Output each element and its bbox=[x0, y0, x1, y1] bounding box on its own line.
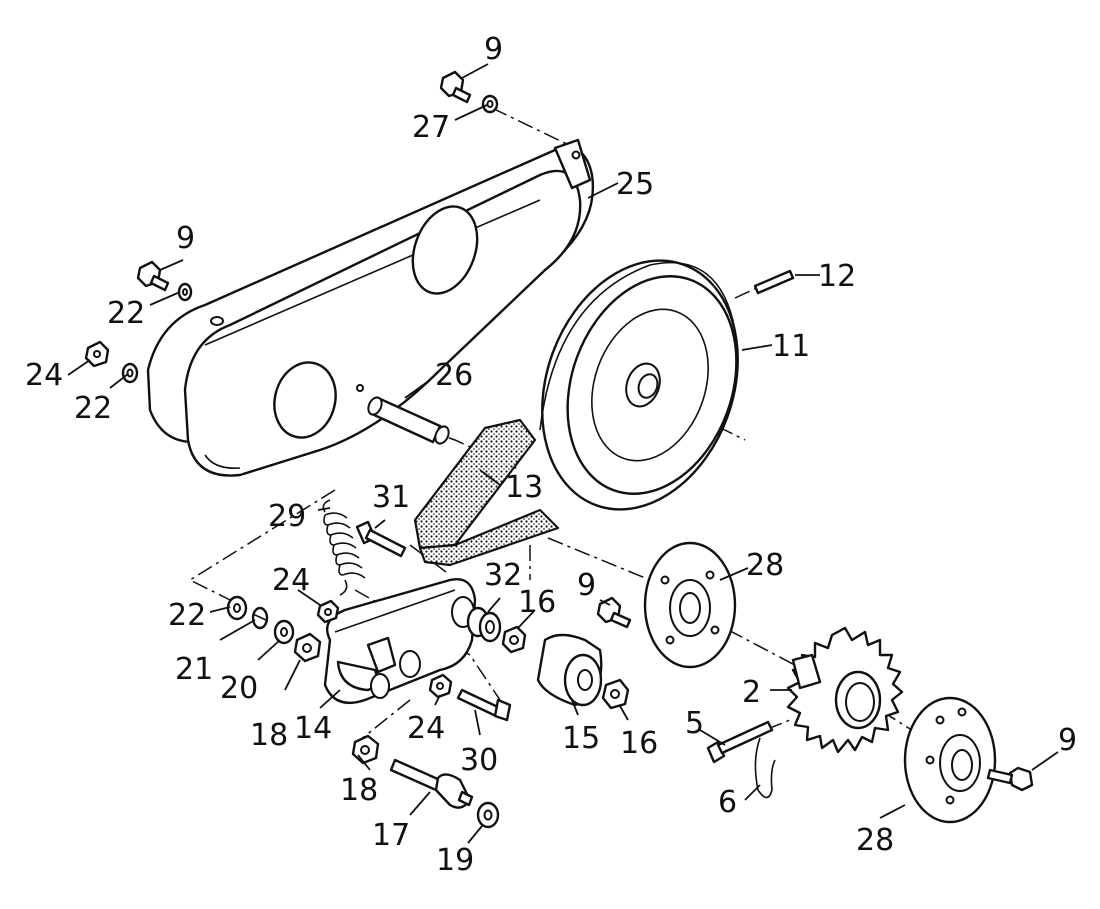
washer-27 bbox=[481, 94, 499, 114]
label-28-upper: 28 bbox=[746, 548, 784, 583]
label-26: 26 bbox=[435, 358, 473, 393]
label-2: 2 bbox=[742, 675, 761, 710]
leader-lines bbox=[67, 63, 1059, 844]
label-20: 20 bbox=[220, 671, 258, 706]
chain-cover bbox=[146, 138, 595, 477]
nut-24a bbox=[84, 340, 110, 368]
label-11: 11 bbox=[772, 329, 810, 364]
bearing-flange-lower bbox=[903, 696, 997, 824]
spacer-sleeve bbox=[367, 396, 450, 445]
nut-18b bbox=[351, 734, 380, 765]
pulley bbox=[539, 259, 739, 511]
nut-16a bbox=[501, 625, 527, 654]
label-28-lower: 28 bbox=[856, 823, 894, 858]
label-24-mid: 24 bbox=[272, 563, 310, 598]
washer-22a bbox=[121, 362, 139, 384]
bolt-9b bbox=[439, 70, 472, 104]
pivot-shaft bbox=[389, 758, 474, 809]
tension-spring bbox=[322, 499, 366, 596]
nut-16b bbox=[601, 678, 630, 710]
label-9-mid: 9 bbox=[577, 568, 596, 603]
tensioner-arm bbox=[323, 578, 477, 705]
label-19: 19 bbox=[436, 843, 474, 878]
label-22-lower: 22 bbox=[168, 598, 206, 633]
nut-18a bbox=[293, 632, 322, 663]
label-31: 31 bbox=[372, 480, 410, 515]
label-12: 12 bbox=[818, 259, 856, 294]
label-18-upper: 18 bbox=[250, 718, 288, 753]
bolt-9a bbox=[136, 260, 170, 292]
label-27: 27 bbox=[412, 110, 450, 145]
tension-roller bbox=[536, 633, 603, 707]
label-6: 6 bbox=[718, 785, 737, 820]
label-22-left: 22 bbox=[74, 391, 112, 426]
bolt-31 bbox=[355, 520, 407, 558]
bolt-9c bbox=[596, 596, 632, 629]
label-22-upper: 22 bbox=[107, 296, 145, 331]
label-9-right: 9 bbox=[1058, 723, 1077, 758]
label-29: 29 bbox=[268, 499, 306, 534]
label-15: 15 bbox=[562, 721, 600, 756]
label-16-lower: 16 bbox=[620, 726, 658, 761]
label-5: 5 bbox=[685, 706, 704, 741]
label-9-left: 9 bbox=[176, 221, 195, 256]
label-30: 30 bbox=[460, 743, 498, 778]
bushing-32 bbox=[466, 606, 502, 643]
bolt-30 bbox=[456, 688, 512, 722]
lock-washer-21 bbox=[251, 606, 269, 630]
label-21: 21 bbox=[175, 652, 213, 687]
sprocket bbox=[786, 626, 904, 754]
label-18-lower: 18 bbox=[340, 773, 378, 808]
washer-22b bbox=[177, 282, 193, 302]
nut-24b bbox=[316, 599, 340, 624]
clevis-pin bbox=[706, 720, 774, 764]
key-pin bbox=[753, 269, 795, 295]
label-9-top: 9 bbox=[484, 32, 503, 67]
label-25: 25 bbox=[616, 167, 654, 202]
label-17: 17 bbox=[372, 818, 410, 853]
hair-pin-clip bbox=[754, 737, 776, 799]
bearing-flange-upper bbox=[643, 541, 737, 669]
label-32: 32 bbox=[484, 558, 522, 593]
washer-22c bbox=[226, 595, 248, 621]
bolt-9d bbox=[986, 766, 1034, 792]
label-24-lower: 24 bbox=[407, 711, 445, 746]
part-labels: 9 27 25 9 22 24 22 12 11 26 13 29 31 24 … bbox=[25, 32, 1077, 878]
label-13: 13 bbox=[505, 470, 543, 505]
drive-belt bbox=[413, 418, 560, 567]
nut-24c bbox=[428, 673, 453, 699]
label-16-upper: 16 bbox=[518, 585, 556, 620]
label-24-left: 24 bbox=[25, 358, 63, 393]
washer-19 bbox=[476, 801, 500, 829]
label-14: 14 bbox=[294, 711, 332, 746]
washer-20 bbox=[273, 619, 295, 645]
